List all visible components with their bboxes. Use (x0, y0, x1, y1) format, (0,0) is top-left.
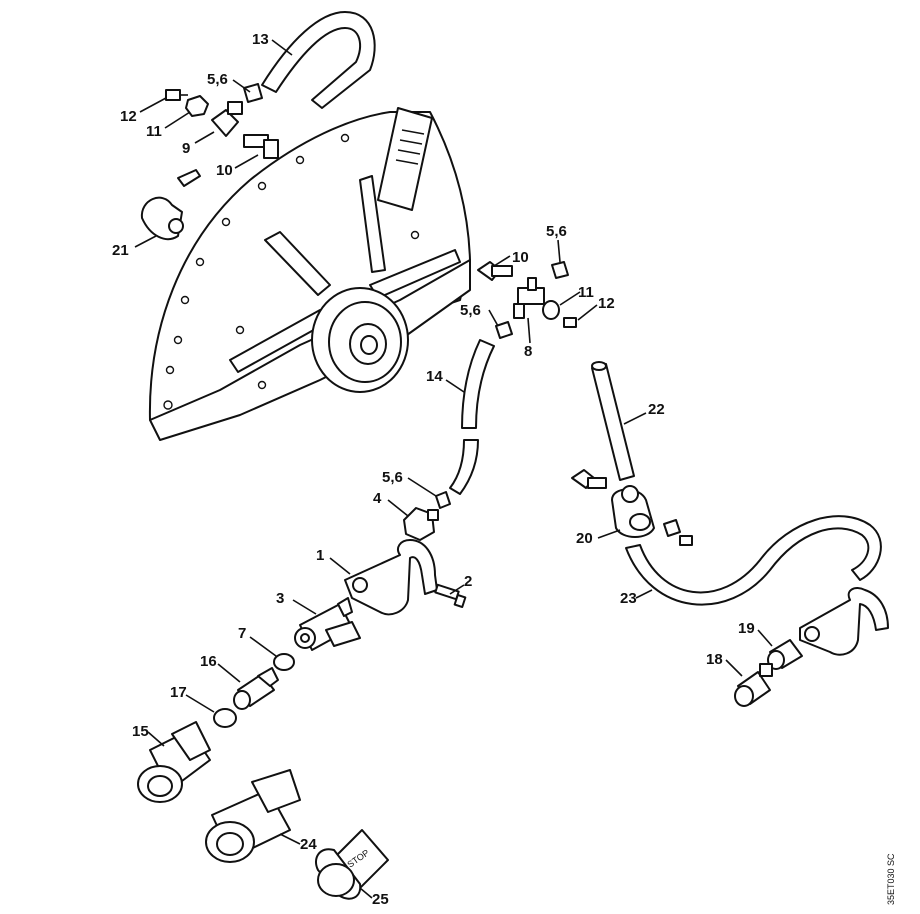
nut-20-icon (663, 519, 681, 537)
nut-56-right-icon (551, 261, 569, 279)
nipple-16-icon (233, 667, 279, 710)
oring-7-icon (273, 653, 295, 671)
callout-5-6-mid: 5,6 (460, 302, 481, 319)
callout-7: 7 (238, 625, 246, 642)
screw-12-top-icon (165, 89, 188, 101)
callout-24: 24 (300, 836, 317, 853)
callout-5-6-lower: 5,6 (382, 469, 403, 486)
coupling-24-icon (205, 769, 301, 863)
callout-14: 14 (426, 368, 443, 385)
callout-8: 8 (524, 343, 532, 360)
callout-2: 2 (464, 573, 472, 590)
callout-19: 19 (738, 620, 755, 637)
callout-16: 16 (200, 653, 217, 670)
nipple-9-icon (211, 101, 243, 137)
hose-23-icon (625, 515, 882, 606)
callout-5-6-top: 5,6 (207, 71, 228, 88)
valve-20-icon (611, 485, 655, 538)
nut-56-mid-icon (495, 321, 513, 339)
bolt-20-icon (571, 469, 607, 489)
callout-1: 1 (316, 547, 324, 564)
wheel-guard-icon (148, 107, 471, 441)
nut-11-mid-icon (542, 300, 560, 320)
callout-17: 17 (170, 684, 187, 701)
callout-20: 20 (576, 530, 593, 547)
oring-17-icon (213, 708, 237, 728)
nut-19-icon (767, 639, 803, 670)
valve-3-icon (294, 597, 361, 651)
callout-21: 21 (112, 242, 129, 259)
bolt-10-top-icon (243, 134, 279, 159)
diagram-code: 35ET030 SC (886, 853, 896, 905)
callout-10-top: 10 (216, 162, 233, 179)
callout-12-top: 12 (120, 108, 137, 125)
leader-lines (134, 39, 773, 899)
bracket-right-icon (799, 587, 889, 656)
nut-56-lower-icon (435, 491, 451, 509)
callout-13: 13 (252, 31, 269, 48)
callout-4: 4 (373, 490, 382, 507)
nut-11-top-icon (185, 95, 209, 117)
callout-12-mid: 12 (598, 295, 615, 312)
screw-20-icon (679, 535, 693, 546)
screw-2-icon (434, 583, 467, 608)
callout-22: 22 (648, 401, 665, 418)
callout-5-6-right: 5,6 (546, 223, 567, 240)
callout-15: 15 (132, 723, 149, 740)
fitting-18-icon (734, 663, 773, 707)
callout-11-mid: 11 (578, 284, 594, 301)
callout-23: 23 (620, 590, 637, 607)
callout-3: 3 (276, 590, 284, 607)
hose-14-icon (449, 339, 495, 495)
bracket-1-icon (344, 539, 438, 616)
tee-8-icon (513, 277, 545, 319)
screw-12-mid-icon (563, 317, 577, 328)
callout-9: 9 (182, 140, 190, 157)
callout-11-top: 11 (146, 123, 162, 140)
coupling-25-icon (315, 829, 389, 900)
hose-13-icon (261, 11, 376, 109)
elbow-21-icon (140, 196, 184, 241)
callout-10-mid: 10 (512, 249, 529, 266)
fitting-4-icon (403, 507, 439, 541)
callout-18: 18 (706, 651, 723, 668)
callout-25: 25 (372, 891, 389, 908)
tube-segment-icon (177, 169, 201, 187)
nut-56-top-icon (243, 83, 263, 103)
hose-22-icon (591, 361, 635, 481)
coupling-15-icon (137, 721, 211, 803)
